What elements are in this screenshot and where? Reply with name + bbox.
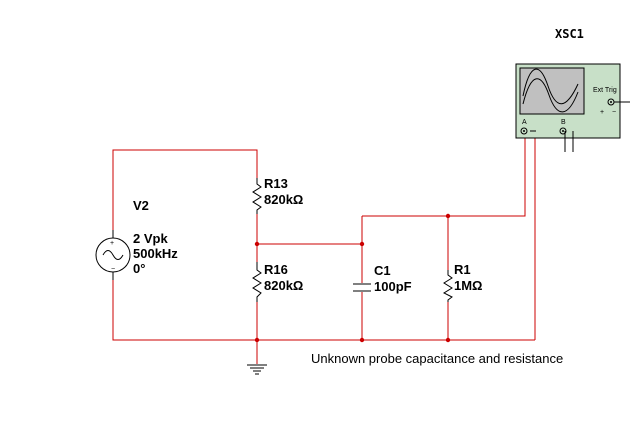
node-r1-top (445, 213, 451, 219)
svg-text:−: − (612, 109, 616, 116)
resistor-r1[interactable]: R1 1MΩ (442, 262, 482, 302)
r1-value-label: 1MΩ (454, 278, 482, 293)
scope-ref-label: XSC1 (555, 27, 584, 41)
node-ground (254, 337, 260, 343)
r16-ref-label: R16 (264, 262, 288, 277)
node-r1-bottom (445, 337, 451, 343)
r16-value-label: 820kΩ (264, 278, 303, 293)
wire-to-scope-a (362, 131, 526, 217)
r13-ref-label: R13 (264, 176, 288, 191)
resistor-r16[interactable]: R16 820kΩ (252, 262, 303, 302)
source-phase-label: 0° (133, 261, 145, 276)
ext-trig-label: Ext Trig (593, 87, 617, 94)
resistor-icon (252, 262, 262, 302)
scope-trace-a (522, 68, 579, 105)
node-c1-bottom (359, 337, 365, 343)
probe-note: Unknown probe capacitance and resistance (311, 351, 563, 366)
svg-text:+: + (600, 109, 604, 116)
node-mid (254, 241, 260, 247)
wire-top-left (112, 149, 258, 236)
scope-trace-b (522, 78, 579, 113)
source-frequency-label: 500kHz (133, 246, 178, 261)
source-ref-label: V2 (133, 198, 149, 213)
channel-b-label: B (561, 119, 566, 126)
c1-value-label: 100pF (374, 279, 412, 294)
channel-a-label: A (522, 119, 527, 126)
oscilloscope-xsc1[interactable]: XSC1 Ext Trig + − A B (515, 27, 630, 152)
junction-nodes (254, 213, 451, 343)
minus-sign: − (111, 266, 115, 273)
scope-screen (519, 67, 585, 115)
ground-symbol (247, 364, 267, 375)
r1-ref-label: R1 (454, 262, 471, 277)
resistor-r13[interactable]: R13 820kΩ (252, 176, 303, 214)
sine-wave-icon (102, 250, 124, 260)
wire-bottom-rail (112, 274, 535, 341)
voltage-source-v2[interactable]: + − V2 2 Vpk 500kHz 0° (95, 198, 178, 280)
source-amplitude-label: 2 Vpk (133, 231, 168, 246)
wires (112, 131, 536, 364)
channel-b-terminal[interactable] (559, 127, 567, 135)
plus-sign: + (110, 240, 114, 247)
capacitor-c1[interactable]: C1 100pF (353, 263, 412, 294)
channel-a-terminal[interactable] (520, 127, 528, 135)
resistor-icon (442, 270, 453, 302)
ac-source-icon (95, 237, 131, 273)
c1-ref-label: C1 (374, 263, 391, 278)
node-c1 (359, 241, 365, 247)
r13-value-label: 820kΩ (264, 192, 303, 207)
resistor-icon (252, 178, 262, 214)
